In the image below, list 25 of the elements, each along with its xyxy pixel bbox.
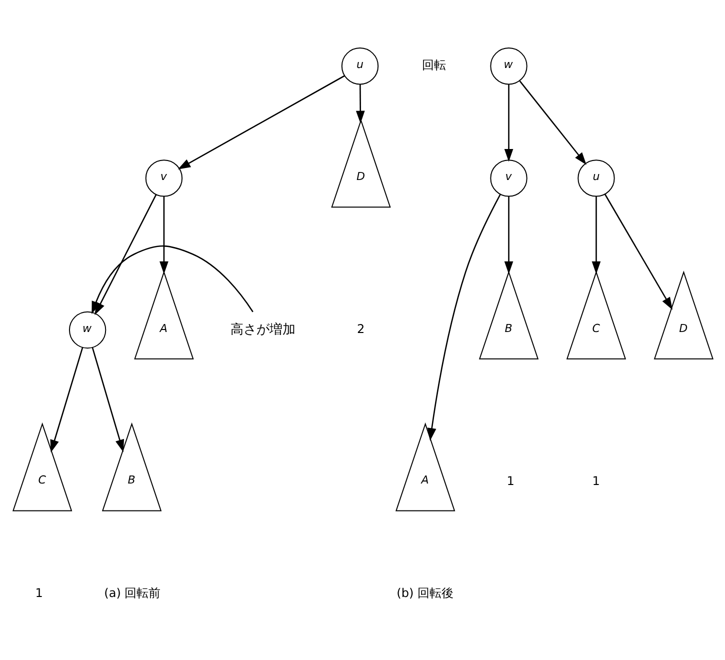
arrow (92, 347, 124, 452)
label: 1 (35, 586, 43, 600)
node-circle: w (490, 48, 528, 85)
arrow (504, 84, 514, 162)
node-text: 高さが増加 (230, 322, 296, 338)
arrow (504, 196, 514, 274)
arrow (604, 194, 673, 310)
arrow (50, 347, 84, 453)
node-circle: u (341, 48, 379, 85)
arrow (178, 75, 345, 170)
node-circle: v (490, 160, 528, 197)
label: 1 (592, 474, 600, 488)
arrow (519, 80, 586, 165)
arrow (592, 196, 601, 274)
node-circle: w (68, 311, 106, 349)
node-circle: v (145, 160, 183, 197)
arrow (356, 84, 365, 124)
node-circle: u (578, 160, 615, 197)
label: 1 (506, 474, 514, 488)
label: (b) 回転後 (396, 586, 454, 600)
arrow (160, 196, 168, 274)
label: 2 (356, 322, 365, 336)
label: (a) 回転前 (104, 586, 161, 600)
label: 回転 (422, 58, 446, 72)
arrow (427, 194, 501, 441)
